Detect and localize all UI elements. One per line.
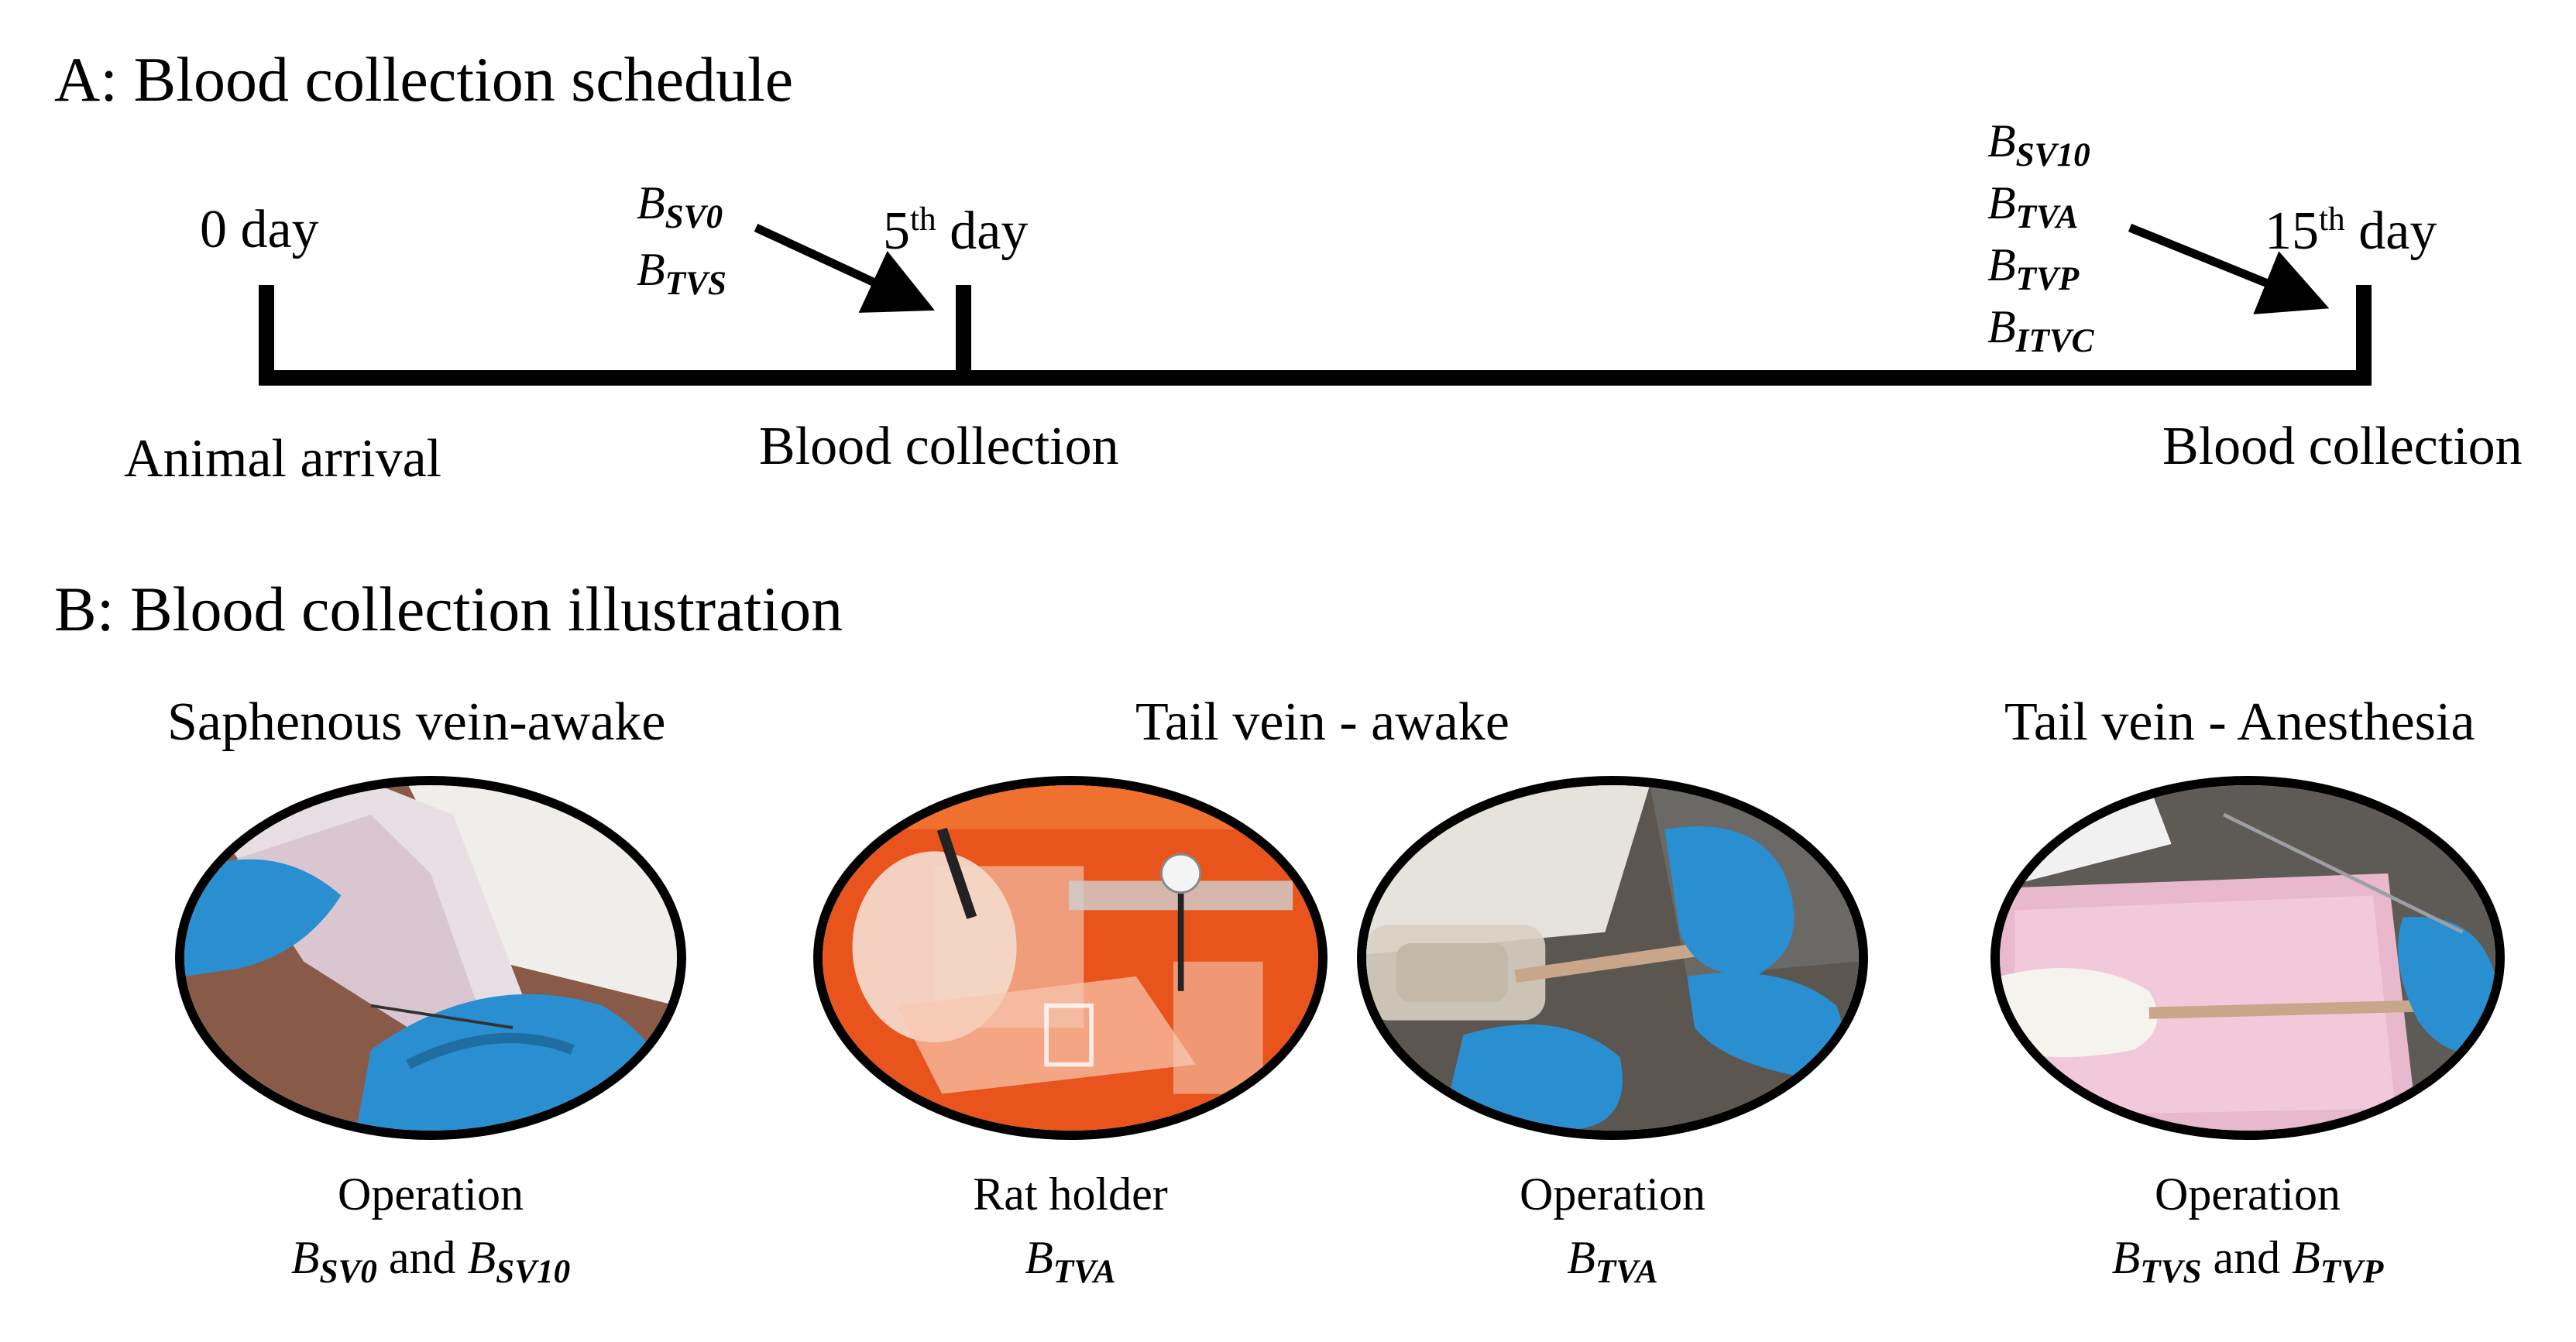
sample-code: BTVS — [637, 244, 726, 303]
sample-code: BTVP — [1987, 239, 2080, 298]
photo-tail-awake-operation — [1357, 776, 1868, 1140]
day15-caption: Blood collection — [2162, 417, 2523, 476]
day5-sup: th — [910, 201, 936, 238]
arrow-day15 — [2128, 223, 2330, 314]
day15-num: 15 — [2265, 201, 2319, 261]
sample-code: BSV0 — [637, 177, 723, 236]
day15-suffix: day — [2344, 201, 2437, 261]
day5-caption: Blood collection — [759, 417, 1119, 476]
caption-line: Operation — [1520, 1169, 1705, 1220]
timeline-tick-day15 — [2356, 285, 2372, 386]
panel-b-title: B: Blood collection illustration — [54, 574, 843, 644]
timeline-tick-day0 — [259, 285, 274, 386]
timeline-tick-day5 — [956, 285, 971, 386]
caption-codes: BTVA — [1025, 1232, 1116, 1291]
caption-codes: BTVS and BTVP — [2111, 1232, 2384, 1291]
group-heading-tail-anesthesia: Tail vein - Anesthesia — [2004, 692, 2475, 752]
caption-tail-anesthesia: Operation BTVS and BTVP — [1990, 1171, 2505, 1289]
photo-rat-holder — [813, 776, 1327, 1140]
day5-suffix: day — [936, 201, 1029, 261]
sample-code: BITVC — [1987, 301, 2094, 360]
group-heading-tail-awake: Tail vein - awake — [1135, 692, 1510, 752]
caption-codes: BSV0 and BSV10 — [290, 1232, 571, 1291]
caption-rat-holder: Rat holder BTVA — [813, 1171, 1327, 1289]
caption-tail-awake-operation: Operation BTVA — [1357, 1171, 1868, 1289]
day15-label: 15th day — [2265, 201, 2437, 261]
caption-line: Operation — [338, 1169, 524, 1220]
caption-line: Operation — [2155, 1169, 2341, 1220]
day0-label: 0 day — [200, 200, 319, 259]
timeline-baseline — [259, 370, 2372, 386]
sample-code: BSV10 — [1987, 115, 2090, 174]
day0-caption: Animal arrival — [124, 429, 442, 489]
caption-codes: BTVA — [1567, 1232, 1658, 1291]
day15-sup: th — [2319, 201, 2345, 238]
day5-num: 5 — [883, 201, 910, 261]
sample-code: BTVA — [1987, 177, 2079, 236]
photo-tail-anesthesia-operation — [1990, 776, 2505, 1140]
caption-line: Rat holder — [973, 1169, 1168, 1220]
group-heading-saphenous: Saphenous vein-awake — [167, 692, 666, 752]
photo-saphenous-operation — [175, 776, 686, 1140]
panel-a-title: A: Blood collection schedule — [54, 44, 794, 115]
day5-label: 5th day — [883, 201, 1029, 261]
caption-saphenous: Operation BSV0 and BSV10 — [175, 1171, 686, 1289]
arrow-day5 — [754, 223, 2330, 314]
